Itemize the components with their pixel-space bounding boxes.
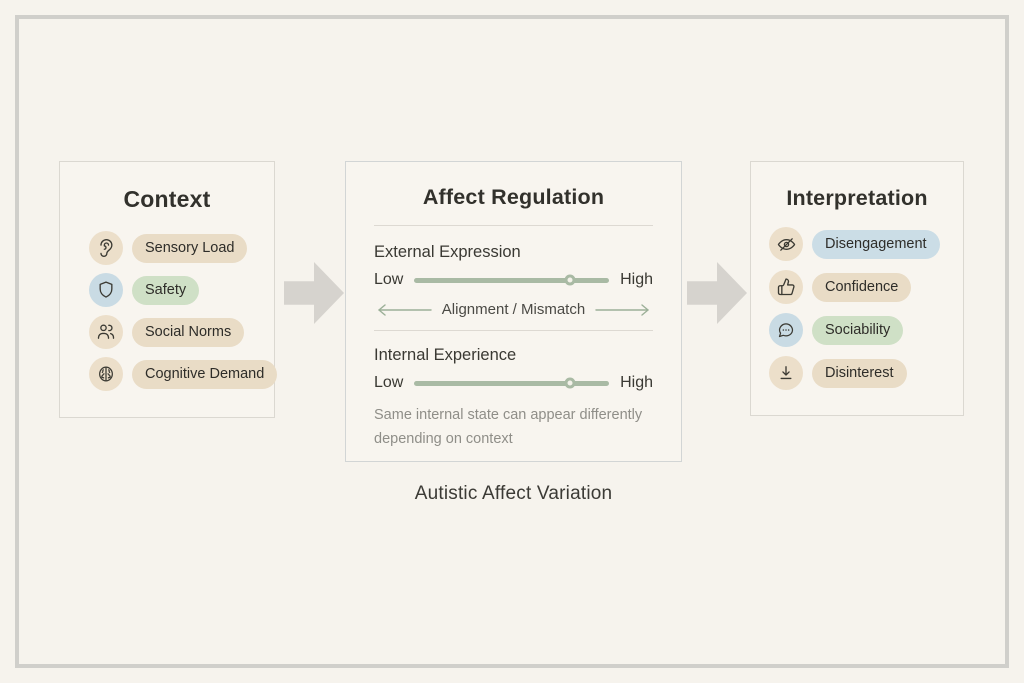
context-pill: Cognitive Demand xyxy=(132,359,278,389)
interpretation-item-sociability: Sociability xyxy=(769,313,963,347)
context-item-sensory-load: Sensory Load xyxy=(89,231,274,265)
arrow-right-icon xyxy=(595,303,649,316)
internal-experience-slider-row: Low High xyxy=(374,374,653,392)
interpretation-item-disinterest: Disinterest xyxy=(769,356,963,390)
arrow-left-icon xyxy=(378,303,432,316)
interpretation-panel: Interpretation Disengagement Confidence xyxy=(750,161,964,416)
affect-regulation-title: Affect Regulation xyxy=(422,185,605,209)
affect-regulation-panel: Affect Regulation External Expression Lo… xyxy=(345,161,682,462)
note-line-1: Same internal state can appear different… xyxy=(374,407,643,423)
internal-experience-slider[interactable] xyxy=(414,377,610,389)
external-expression-label: External Expression xyxy=(374,243,521,261)
context-item-cognitive-demand: Cognitive Demand xyxy=(89,357,278,391)
divider xyxy=(374,225,653,226)
ear-icon xyxy=(89,231,123,265)
context-item-social-norms: Social Norms xyxy=(89,315,274,349)
interpretation-pill: Sociability xyxy=(812,315,904,345)
brain-icon xyxy=(89,357,123,391)
context-pill: Social Norms xyxy=(132,317,245,347)
users-icon xyxy=(89,315,123,349)
internal-experience-label: Internal Experience xyxy=(374,346,517,364)
speech-bubble-icon xyxy=(769,313,803,347)
slider-knob[interactable] xyxy=(564,274,576,286)
context-items: Sensory Load Safety Social Norms xyxy=(89,231,278,391)
context-item-safety: Safety xyxy=(89,273,274,307)
interpretation-pill: Disinterest xyxy=(812,358,907,388)
context-pill: Safety xyxy=(132,275,200,305)
context-note: Same internal state can appear different… xyxy=(374,404,653,452)
alignment-mismatch-label: Alignment / Mismatch xyxy=(441,301,586,318)
context-panel-title: Context xyxy=(123,186,211,212)
divider xyxy=(374,330,653,331)
eye-off-icon xyxy=(769,227,803,261)
interpretation-pill: Confidence xyxy=(812,272,912,302)
interpretation-item-confidence: Confidence xyxy=(769,270,963,304)
thumbs-up-icon xyxy=(769,270,803,304)
context-panel: Context Sensory Load Safety xyxy=(59,161,278,418)
external-expression-slider-row: Low High xyxy=(374,271,653,289)
slider-low-label: Low xyxy=(374,271,404,288)
interpretation-panel-title: Interpretation xyxy=(786,186,928,210)
slider-low-label: Low xyxy=(374,374,404,391)
external-expression-slider[interactable] xyxy=(414,274,610,286)
slider-knob[interactable] xyxy=(564,377,576,389)
slider-high-label: High xyxy=(620,271,653,288)
download-icon xyxy=(769,356,803,390)
context-pill: Sensory Load xyxy=(132,233,248,263)
diagram-caption: Autistic Affect Variation xyxy=(414,483,613,504)
outer-frame xyxy=(15,15,1009,668)
slider-high-label: High xyxy=(620,374,653,391)
interpretation-pill: Disengagement xyxy=(812,229,940,259)
interpretation-item-disengagement: Disengagement xyxy=(769,227,963,261)
shield-icon xyxy=(89,273,123,307)
alignment-mismatch-row: Alignment / Mismatch xyxy=(374,301,653,318)
interpretation-items: Disengagement Confidence Sociability xyxy=(769,227,963,390)
note-line-2: depending on context xyxy=(374,430,513,447)
